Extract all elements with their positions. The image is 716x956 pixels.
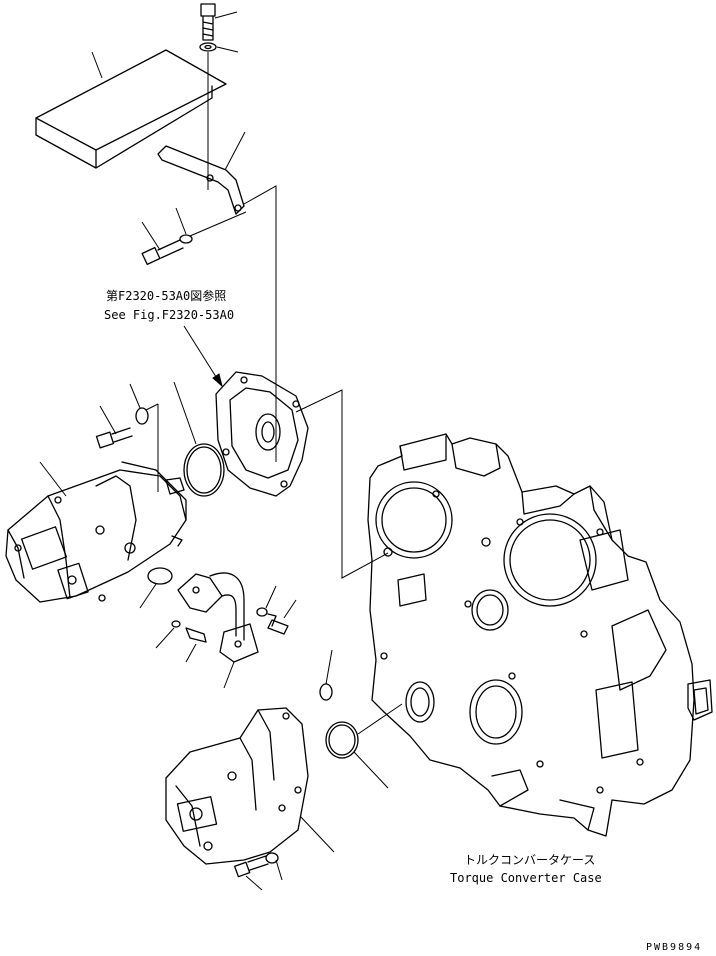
elbow-pipe: [177, 572, 259, 689]
o-ring-small: [139, 567, 173, 609]
drawing-code: PWB9894: [646, 942, 702, 953]
bolt-bracket: [141, 221, 184, 266]
reference-jp: 第F2320-53A0図参照: [106, 288, 226, 303]
washer-bracket: [175, 207, 247, 244]
alignment-line-case: [295, 389, 389, 579]
bracket: [157, 131, 246, 215]
bolt-pump-lower: [234, 852, 283, 891]
o-ring-lower: [325, 703, 403, 789]
pump-mount-plate: [215, 371, 309, 497]
bolt-left: [95, 405, 133, 449]
case-label-jp: トルクコンバータケース: [464, 853, 595, 867]
washer-top: [199, 42, 239, 53]
cover-plate: [35, 49, 227, 169]
case-label-en: Torque Converter Case: [450, 871, 602, 885]
washer-left: [129, 383, 159, 425]
bolt-pipe: [267, 599, 297, 635]
reference-arrow: [183, 325, 223, 388]
plug: [319, 649, 333, 701]
alignment-line-right: [243, 185, 277, 462]
hydraulic-pump-upper: [5, 461, 187, 603]
washer-pipe: [256, 585, 277, 617]
o-ring-large: [173, 381, 225, 497]
torque-converter-case: [367, 433, 713, 837]
bolt-pipe-lower: [155, 620, 207, 663]
bolt-top: [200, 3, 238, 41]
hydraulic-pump-lower: [165, 707, 335, 865]
reference-en: See Fig.F2320-53A0: [104, 308, 234, 322]
